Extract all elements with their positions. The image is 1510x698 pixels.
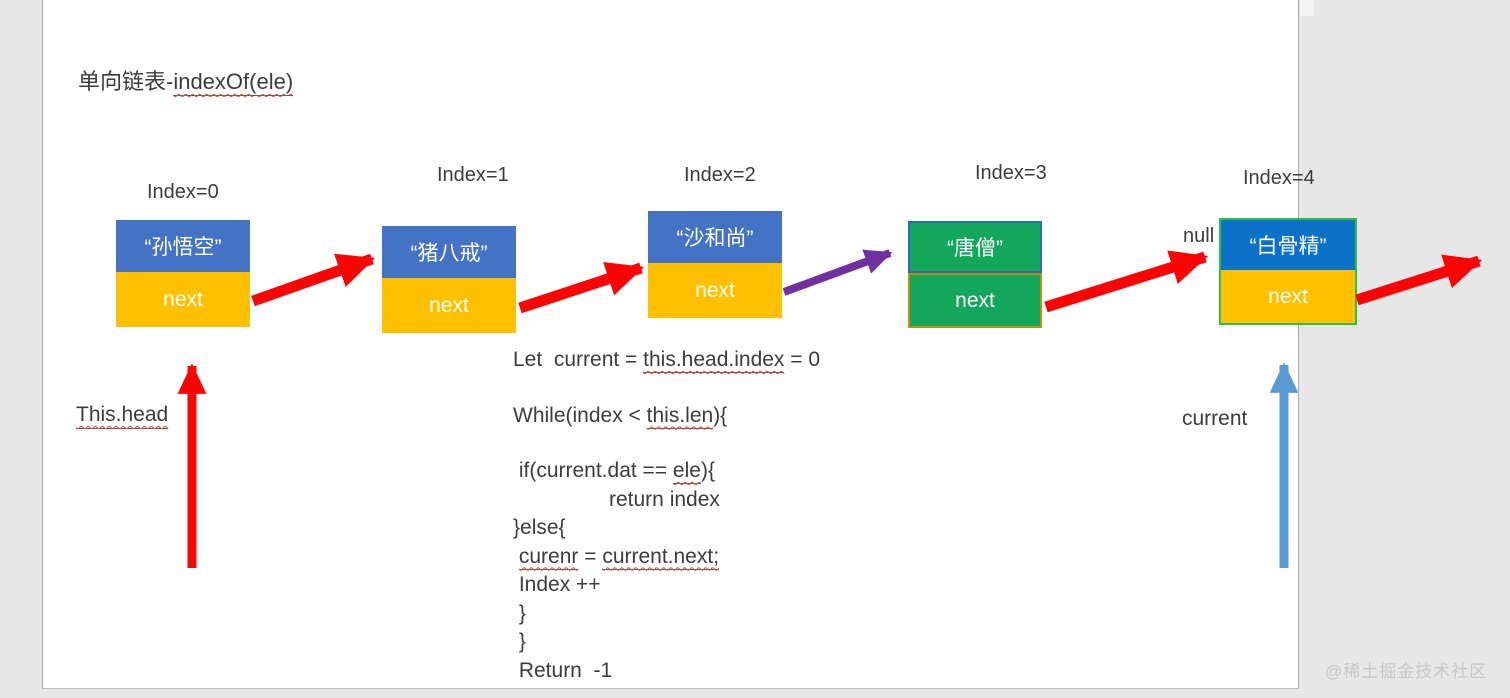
code-line-4: return index [609,487,720,511]
index-label-1: Index=1 [437,164,509,186]
list-node-0: “孙悟空” next [116,220,250,327]
juejin-watermark: @稀土掘金技术社区 [1325,662,1488,681]
node-1-next-field: next [382,278,516,333]
code-line-6: curenr = current.next; [518,544,720,570]
node-3-next-field: next [908,273,1042,328]
code-line-5: }else{ [513,516,566,539]
list-node-3: “唐僧” next [908,221,1042,328]
node-0-next-field: next [116,272,250,327]
code-line-1: Let current = this.head.index = 0 [513,348,821,373]
index-label-2: Index=2 [684,164,756,186]
node-2-value: “沙和尚” [648,211,782,263]
code-line-8: } [513,601,526,625]
code-line-3: if(current.dat == ele){ [513,459,715,484]
arrow-node4-to-null [1355,254,1483,306]
node-4-next-field: next [1221,270,1355,323]
page-title: 单向链表-indexOf(ele) [78,64,294,96]
current-pointer-label: current [1182,407,1248,430]
flagged-curenr: curenr [518,544,579,570]
index-label-0: Index=0 [147,181,219,203]
index-label-3: Index=3 [975,162,1047,184]
node-2-next-field: next [648,263,782,318]
list-node-4: “白骨精” next [1219,218,1357,325]
flagged-this-head-index: this.head.index [643,348,785,373]
list-node-2: “沙和尚” next [648,211,782,318]
flagged-ele: ele [672,459,701,484]
node-0-value: “孙悟空” [116,220,250,272]
scrollbar-notch [1300,0,1314,16]
code-line-7: Index ++ [513,573,601,596]
node-3-value: “唐僧” [908,221,1042,273]
index-label-4: Index=4 [1243,167,1315,189]
flagged-current-next: current.next; [602,544,720,570]
code-line-2: While(index < this.len){ [513,403,728,429]
flagged-this-len: this.len [646,403,714,429]
list-node-1: “猪八戒” next [382,226,516,333]
node-1-value: “猪八戒” [382,226,516,278]
title-flagged-text: indexOf(ele) [173,69,294,96]
null-label: null [1183,225,1215,247]
node-4-value: “白骨精” [1221,220,1355,270]
title-prefix: 单向链表- [78,69,174,94]
code-line-10: Return -1 [513,658,613,682]
pseudocode-block: Let current = this.head.index = 0 While(… [513,346,820,685]
head-pointer-label: This.head [76,403,169,429]
code-line-9: } [513,630,526,653]
slide-page [42,0,1299,689]
